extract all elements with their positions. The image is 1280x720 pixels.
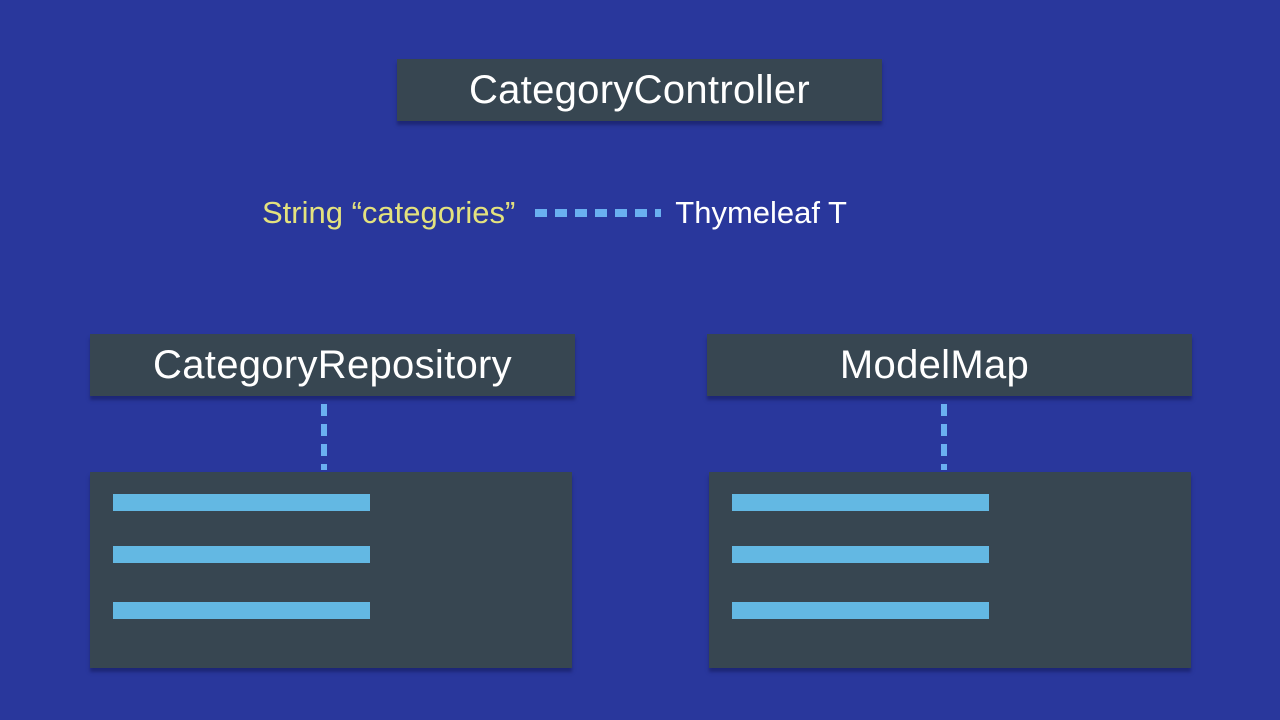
dotted-connector-horizontal [535,209,662,217]
model-map-box: ModelMap [707,334,1192,396]
category-repository-data-panel [90,472,572,668]
data-list-item [113,546,370,563]
data-list-item [732,602,989,619]
attribute-mapping: String “categories” Thymeleaf T [262,192,847,234]
category-controller-label: CategoryController [468,67,811,112]
data-list-item [113,602,370,619]
category-repository-label: CategoryRepository [153,342,512,387]
data-list-item [113,494,370,511]
model-map-data-panel [709,472,1191,668]
data-list-item [732,546,989,563]
category-controller-box: CategoryController [397,59,882,121]
model-map-label: ModelMap [839,342,1030,387]
dotted-connector-model-map [941,404,947,470]
dotted-connector-repository [321,404,327,470]
attribute-name-label: String “categories” [262,195,516,230]
data-list-item [732,494,989,511]
thymeleaf-template-label: Thymeleaf T [675,195,847,230]
category-repository-box: CategoryRepository [90,334,575,396]
